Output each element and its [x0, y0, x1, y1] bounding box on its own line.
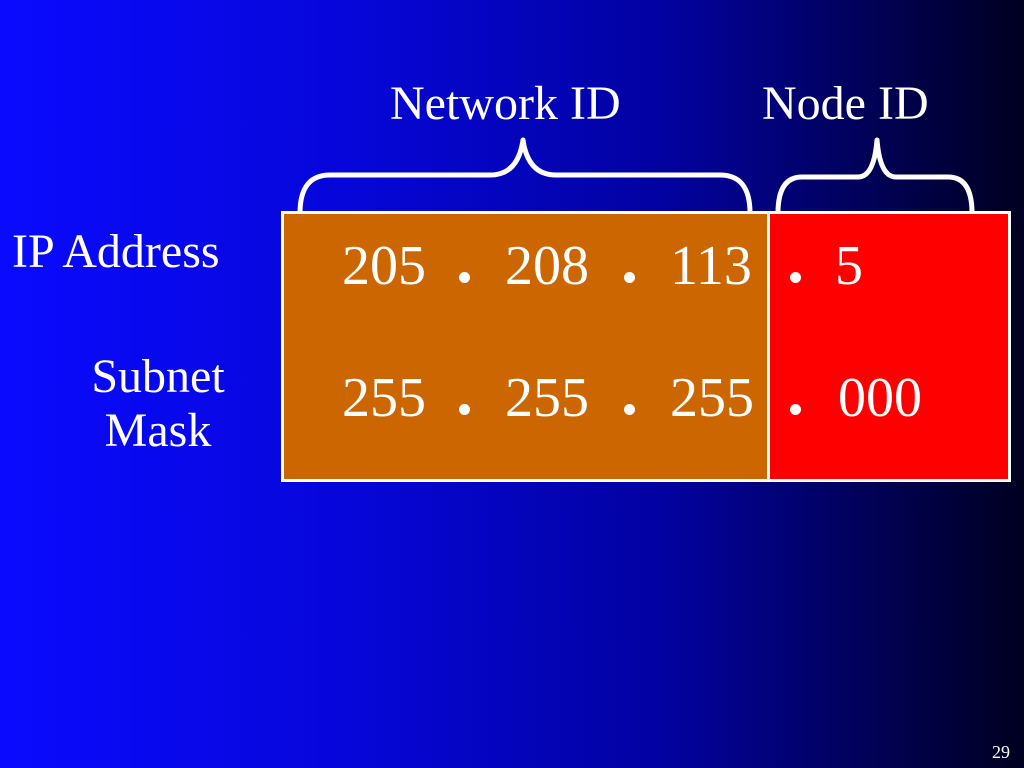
- mask-dot-1: [459, 404, 470, 415]
- mask-dot-2: [624, 404, 635, 415]
- ip-dot-1: [459, 272, 470, 283]
- ip-octet-4: 5: [835, 235, 863, 297]
- page-number: 29: [992, 742, 1010, 762]
- node-id-label: Node ID: [762, 77, 929, 130]
- ip-octet-2: 208: [505, 235, 589, 297]
- mask-octet-4: 000: [838, 367, 922, 429]
- network-id-brace: [297, 137, 753, 215]
- mask-octet-1: 255: [342, 367, 426, 429]
- ip-dot-2: [624, 272, 635, 283]
- network-id-segment: [281, 211, 770, 482]
- node-id-brace: [775, 137, 975, 215]
- ip-dot-3: [790, 272, 801, 283]
- ip-address-label: IP Address: [12, 225, 220, 278]
- mask-octet-2: 255: [505, 367, 589, 429]
- subnet-mask-label: Subnet Mask: [91, 350, 225, 457]
- ip-octet-1: 205: [342, 235, 426, 297]
- mask-octet-3: 255: [670, 367, 754, 429]
- network-id-label: Network ID: [390, 77, 621, 130]
- mask-dot-3: [790, 404, 801, 415]
- node-id-segment: [767, 211, 1011, 482]
- ip-octet-3: 113: [670, 235, 752, 297]
